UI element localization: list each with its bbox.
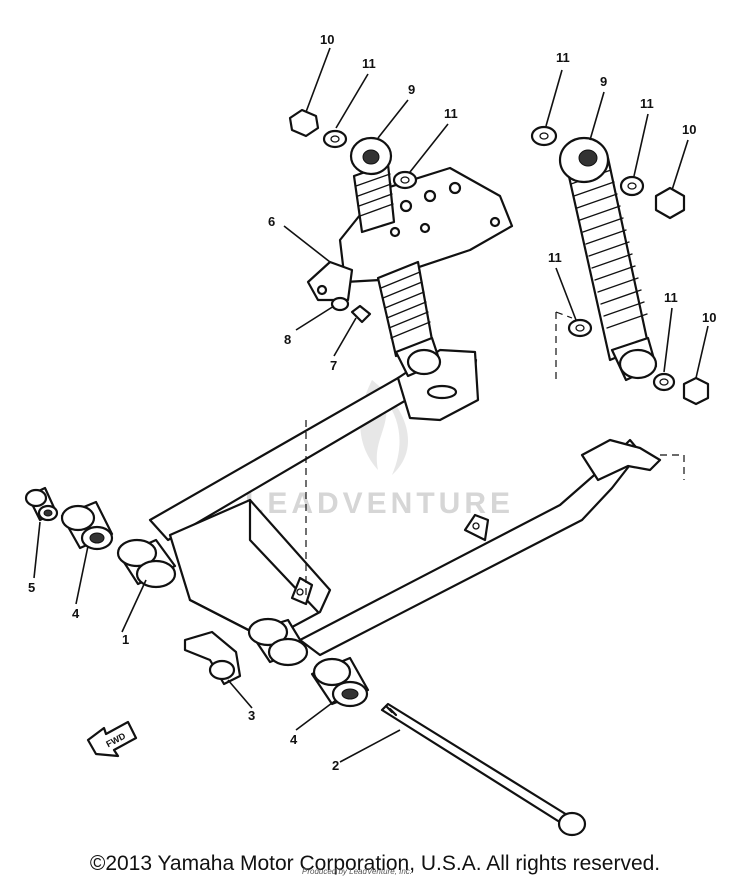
bushing-4-upper <box>60 500 114 551</box>
pivot-bushing-1 <box>116 538 177 589</box>
callout-11-right-c: 11 <box>548 250 562 265</box>
copyright-notice: ©2013 Yamaha Motor Corporation, U.S.A. A… <box>89 852 661 875</box>
shock-absorber-right <box>530 125 710 406</box>
callout-numbers: 1 2 3 4 4 5 6 7 8 9 9 10 10 10 11 11 11 … <box>28 32 716 773</box>
callout-3: 3 <box>248 708 255 723</box>
callout-11-right-b: 11 <box>640 96 654 111</box>
callout-5: 5 <box>28 580 35 595</box>
callout-4-upper: 4 <box>72 606 80 621</box>
bushing-4-lower <box>310 656 370 708</box>
callout-1: 1 <box>122 632 129 647</box>
shock-absorber-left <box>288 108 514 378</box>
callout-10-left: 10 <box>320 32 334 47</box>
small-credit: Produced by LeadVenture, Inc. <box>302 867 412 876</box>
callout-8: 8 <box>284 332 291 347</box>
callout-10-right-top: 10 <box>682 122 696 137</box>
callout-4-lower: 4 <box>290 732 298 747</box>
watermark-text: LEADVENTURE <box>245 487 514 520</box>
callout-2: 2 <box>332 758 339 773</box>
fwd-arrow: FWD <box>86 720 138 758</box>
pivot-shaft-2 <box>380 702 587 837</box>
pivot-tube-rear <box>247 617 309 667</box>
callout-9-right: 9 <box>600 74 607 89</box>
callout-7: 7 <box>330 358 337 373</box>
callout-11-right-a: 11 <box>556 50 570 65</box>
chain-guard-3 <box>183 630 242 686</box>
callout-9-left: 9 <box>408 82 415 97</box>
callout-11-left-b: 11 <box>444 106 458 121</box>
callout-10-right-bottom: 10 <box>702 310 716 325</box>
collar-5 <box>24 486 59 522</box>
leader-lines <box>33 47 709 763</box>
callout-11-left-a: 11 <box>362 56 376 71</box>
callout-11-right-d: 11 <box>664 290 678 305</box>
swing-arm <box>148 348 662 657</box>
callout-6: 6 <box>268 214 275 229</box>
assembly-guides <box>305 311 685 600</box>
